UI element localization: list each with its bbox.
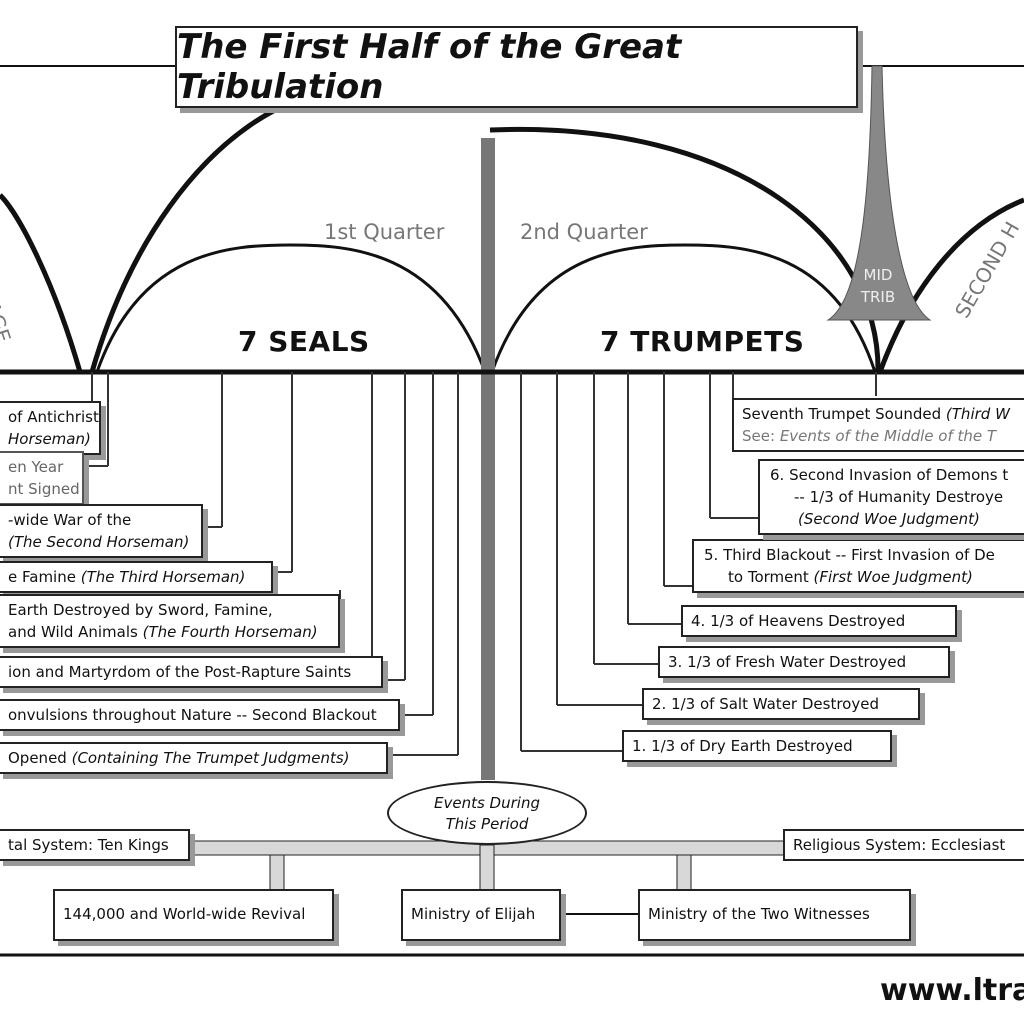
seal-2-box: en Year nt Signed xyxy=(0,451,84,505)
seal-7-box: onvulsions throughout Nature -- Second B… xyxy=(0,699,400,731)
seal-3-box: -wide War of the (The Second Horseman) xyxy=(0,504,203,558)
political-system-box: tal System: Ten Kings xyxy=(0,829,190,861)
seal-5-box: Earth Destroyed by Sword, Famine, and Wi… xyxy=(0,594,340,648)
second-half-arc xyxy=(877,197,1024,373)
trumpet-6-box: 6. Second Invasion of Demons t -- 1/3 of… xyxy=(758,459,1024,535)
elijah-box: Ministry of Elijah xyxy=(401,889,561,941)
trumpet-1-box: 1. 1/3 of Dry Earth Destroyed xyxy=(622,730,892,762)
seal-6-box: ion and Martyrdom of the Post-Rapture Sa… xyxy=(0,656,383,688)
mid-trib-label: MID TRIB xyxy=(860,266,896,306)
second-quarter-label: 2nd Quarter xyxy=(520,220,648,244)
diagram-title: The First Half of the Great Tribulation xyxy=(177,27,682,107)
seal-8-box: Opened (Containing The Trumpet Judgments… xyxy=(0,742,388,774)
second-quarter-arc xyxy=(490,243,877,373)
seven-trumpets-label: 7 TRUMPETS xyxy=(600,325,805,358)
mid-trib-funnel xyxy=(826,65,932,321)
trumpet-2-box: 2. 1/3 of Salt Water Destroyed xyxy=(642,688,920,720)
trumpet-3-box: 3. 1/3 of Fresh Water Destroyed xyxy=(658,646,950,678)
events-during-period-oval: Events During This Period xyxy=(387,781,587,845)
church-age-arc xyxy=(0,193,83,373)
trumpet-7-box: Seventh Trumpet Sounded (Third W See: Ev… xyxy=(732,398,1024,452)
title-box: The First Half of the Great Tribulation xyxy=(175,26,858,108)
trumpet-4-box: 4. 1/3 of Heavens Destroyed xyxy=(681,605,957,637)
revival-box: 144,000 and World-wide Revival xyxy=(53,889,334,941)
first-quarter-label: 1st Quarter xyxy=(324,220,445,244)
seal-4-box: e Famine (The Third Horseman) xyxy=(0,561,273,593)
footer-url: www.ltra xyxy=(880,973,1024,1008)
seal-1-box: of Antichrist Horseman) xyxy=(0,401,101,455)
religious-system-box: Religious System: Ecclesiast xyxy=(783,829,1024,861)
left-outer-arc xyxy=(89,107,277,373)
center-divider xyxy=(481,138,495,372)
trumpet-5-box: 5. Third Blackout -- First Invasion of D… xyxy=(692,539,1024,593)
two-witnesses-box: Ministry of the Two Witnesses xyxy=(638,889,911,941)
seven-seals-label: 7 SEALS xyxy=(238,325,370,358)
first-quarter-arc xyxy=(95,243,487,373)
